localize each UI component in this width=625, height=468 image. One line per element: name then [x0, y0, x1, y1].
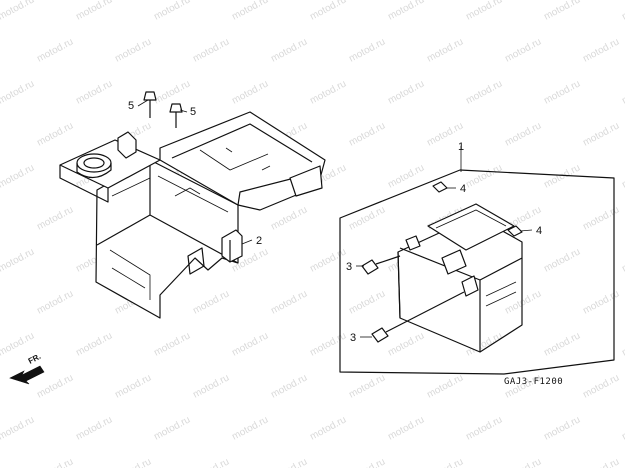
watermark-text: motod.ru — [308, 330, 348, 358]
watermark-text: motod.ru — [503, 456, 543, 468]
watermark-text: motod.ru — [35, 204, 75, 232]
watermark-text: motod.ru — [0, 330, 36, 358]
watermark-text: motod.ru — [503, 36, 543, 64]
watermark-text: motod.ru — [464, 414, 504, 442]
watermark-text: motod.ru — [581, 456, 621, 468]
watermark-text: motod.ru — [347, 372, 387, 400]
watermark-text: motod.ru — [269, 36, 309, 64]
watermark-text: motod.ru — [581, 36, 621, 64]
watermark-text: motod.ru — [152, 414, 192, 442]
watermark-text: motod.ru — [0, 0, 36, 23]
watermark-text: motod.ru — [503, 120, 543, 148]
watermark-text: motod.ru — [191, 372, 231, 400]
callout-nut-top: 4 — [460, 183, 466, 195]
front-direction-arrow-icon — [9, 365, 45, 385]
watermark-text: motod.ru — [74, 414, 114, 442]
watermark-text: motod.ru — [620, 78, 625, 106]
watermark-text: motod.ru — [386, 0, 426, 23]
watermark-text: motod.ru — [269, 288, 309, 316]
watermark-text: motod.ru — [230, 414, 270, 442]
callout-bolt-right: 3 — [350, 332, 356, 344]
watermark-text: motod.ru — [542, 330, 582, 358]
watermark-text: motod.ru — [347, 36, 387, 64]
watermark-text: motod.ru — [503, 288, 543, 316]
watermark-text: motod.ru — [308, 414, 348, 442]
watermark-text: motod.ru — [269, 456, 309, 468]
watermark-text: motod.ru — [35, 288, 75, 316]
screw-drawings — [143, 91, 183, 128]
callout-battery: 1 — [458, 141, 464, 153]
watermark-text: motod.ru — [152, 0, 192, 23]
watermark-text: motod.ru — [191, 288, 231, 316]
watermark-text: motod.ru — [464, 78, 504, 106]
callout-screw-right: 5 — [190, 106, 196, 118]
watermark-text: motod.ru — [425, 36, 465, 64]
callout-box-clip: 2 — [256, 235, 262, 247]
watermark-text: motod.ru — [230, 78, 270, 106]
watermark-text: motod.ru — [386, 330, 426, 358]
watermark-text: motod.ru — [347, 288, 387, 316]
watermark-text: motod.ru — [35, 372, 75, 400]
watermark-text: motod.ru — [620, 162, 625, 190]
callout-nut-right: 4 — [536, 225, 542, 237]
watermark-text: motod.ru — [620, 246, 625, 274]
watermark-text: motod.ru — [620, 0, 625, 23]
watermark-text: motod.ru — [542, 246, 582, 274]
watermark-text: motod.ru — [308, 0, 348, 23]
watermark-text: motod.ru — [347, 204, 387, 232]
watermark-text: motod.ru — [581, 288, 621, 316]
leader-lines — [137, 99, 533, 338]
watermark-text: motod.ru — [113, 372, 153, 400]
watermark-text: motod.ru — [464, 162, 504, 190]
watermark-text: motod.ru — [74, 78, 114, 106]
watermark-text: motod.ru — [425, 372, 465, 400]
watermark-text: motod.ru — [0, 414, 36, 442]
watermark-text: motod.ru — [230, 330, 270, 358]
watermark-text: motod.ru — [308, 78, 348, 106]
callout-screw-left: 5 — [128, 100, 134, 112]
watermark-text: motod.ru — [35, 456, 75, 468]
watermark-text: motod.ru — [230, 0, 270, 23]
watermark-text: motod.ru — [152, 330, 192, 358]
watermark-text: motod.ru — [542, 414, 582, 442]
watermark-text: motod.ru — [308, 246, 348, 274]
battery-cover-drawing — [159, 111, 326, 211]
watermark-text: motod.ru — [0, 78, 36, 106]
watermark-text: motod.ru — [191, 36, 231, 64]
watermark-text: motod.ru — [152, 78, 192, 106]
watermark-text: motod.ru — [35, 120, 75, 148]
watermark-text: motod.ru — [542, 78, 582, 106]
watermark-text: motod.ru — [113, 36, 153, 64]
watermark-text: motod.ru — [74, 0, 114, 23]
watermark-text: motod.ru — [581, 372, 621, 400]
battery-drawing — [339, 169, 615, 375]
watermark-text: motod.ru — [620, 330, 625, 358]
watermark-text: motod.ru — [347, 456, 387, 468]
watermark-text: motod.ru — [269, 204, 309, 232]
watermark-text: motod.ru — [581, 120, 621, 148]
watermark-text: motod.ru — [386, 78, 426, 106]
watermark-text: motod.ru — [581, 204, 621, 232]
watermark-text: motod.ru — [620, 414, 625, 442]
watermark-text: motod.ru — [0, 246, 36, 274]
watermark-text: motod.ru — [191, 456, 231, 468]
watermark-text: motod.ru — [113, 456, 153, 468]
figure-code: GAJ3-F1200 — [504, 377, 563, 387]
watermark-text: motod.ru — [464, 0, 504, 23]
watermark-text: motod.ru — [0, 162, 36, 190]
watermark-text: motod.ru — [74, 330, 114, 358]
callout-bolt-left: 3 — [346, 261, 352, 273]
watermark-text: motod.ru — [386, 414, 426, 442]
watermark-text: motod.ru — [425, 456, 465, 468]
watermark-text: motod.ru — [269, 372, 309, 400]
watermark-text: motod.ru — [35, 36, 75, 64]
watermark-text: motod.ru — [347, 120, 387, 148]
watermark-text: motod.ru — [542, 0, 582, 23]
front-direction-label: FR. — [27, 352, 43, 366]
